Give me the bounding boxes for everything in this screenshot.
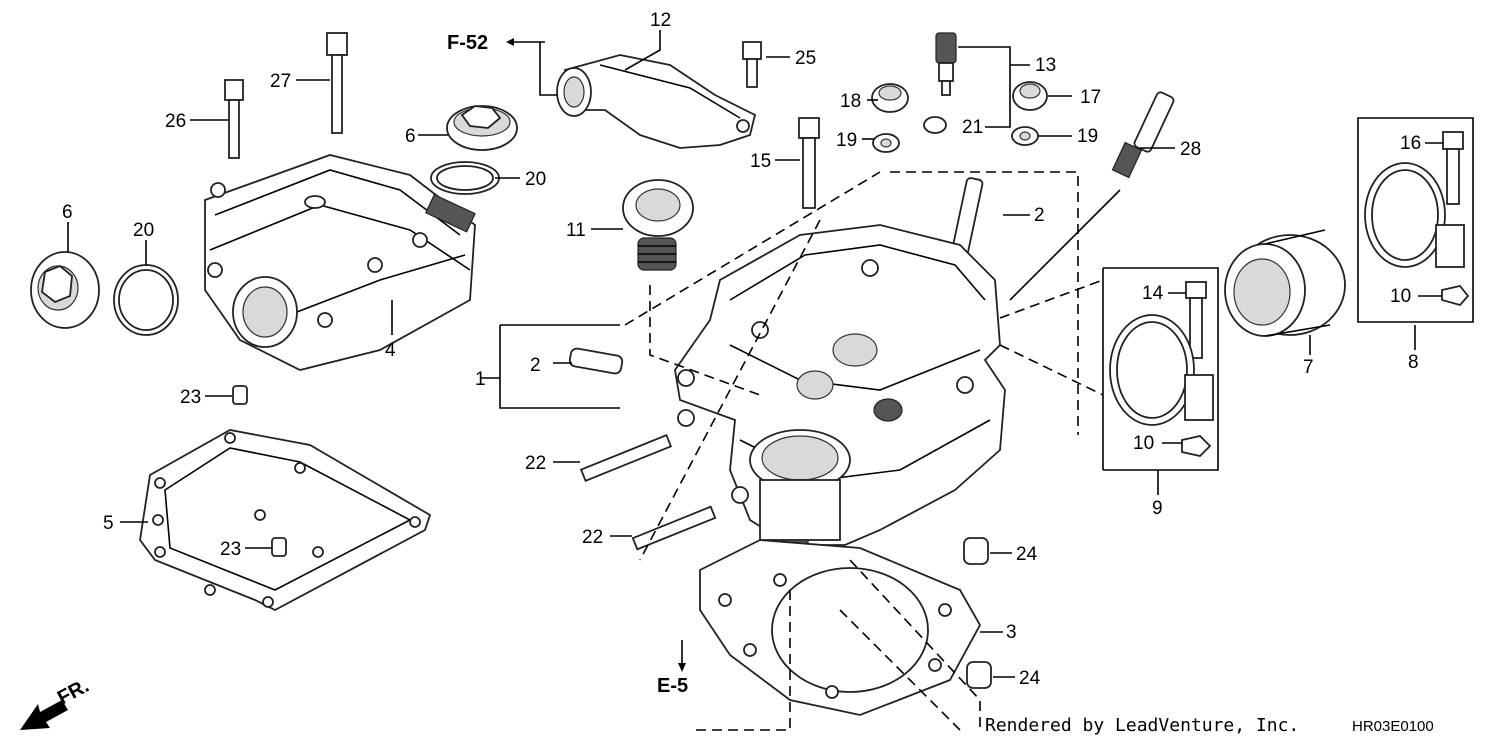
callout-14: 14 [1142,283,1164,304]
credit-text: Rendered by LeadVenture, Inc. [985,715,1299,736]
part-22-stud-upper[interactable] [579,434,673,482]
callout-2-right: 2 [1034,205,1045,226]
callout-12: 12 [650,10,671,31]
callout-15: 15 [750,151,771,172]
callout-4: 4 [385,340,396,361]
callout-18: 18 [840,91,861,112]
callout-numbers: 1 2 2 3 4 5 6 6 7 8 9 10 10 11 12 13 14 … [62,10,1421,689]
part-14-bolt[interactable] [1185,281,1207,359]
part-19-washer-right[interactable] [1011,126,1039,146]
ref-f52: F-52 [447,32,488,54]
callout-21: 21 [962,117,983,138]
part-6-filler-cap-left[interactable] [30,251,100,329]
part-8-clamp[interactable] [1364,162,1465,268]
part-16-bolt[interactable] [1442,131,1464,205]
ref-e5: E-5 [657,675,688,697]
callout-25: 25 [795,48,816,69]
part-19-washer-left[interactable] [872,133,900,153]
part-3-cylinder-head-gasket[interactable] [699,539,982,716]
part-13-temperature-sensor[interactable] [935,32,957,96]
part-9-clamp[interactable] [1109,314,1214,426]
front-arrow-icon: FR. [20,675,93,730]
callout-28: 28 [1180,139,1201,160]
callout-9: 9 [1152,498,1163,519]
callout-20-left: 20 [133,220,154,241]
callout-3: 3 [1006,622,1017,643]
part-20-o-ring-right[interactable] [430,161,500,195]
callout-16: 16 [1400,133,1421,154]
part-6-filler-cap-right[interactable] [446,105,518,151]
part-7-intake-joint[interactable] [1224,229,1346,337]
part-18-cap-nut[interactable] [871,83,909,113]
callout-22-upper: 22 [525,453,546,474]
part-27-bolt[interactable] [326,32,348,134]
callout-13: 13 [1035,55,1056,76]
callout-7: 7 [1303,357,1314,378]
callout-27: 27 [270,71,291,92]
part-4-cylinder-head-cover[interactable] [204,154,476,371]
callout-23-upper: 23 [180,387,201,408]
part-24-dowel-lower[interactable] [966,661,992,689]
callout-8: 8 [1408,352,1419,373]
diagram-code: HR03E0100 [1352,718,1434,735]
part-5-head-cover-gasket[interactable] [139,429,432,612]
part-10-nut-lower[interactable] [1181,435,1212,457]
part-17-cap-nut[interactable] [1012,81,1048,111]
callout-5: 5 [103,513,114,534]
callout-26: 26 [165,111,186,132]
part-23-dowel-upper[interactable] [232,385,248,405]
part-24-dowel-upper[interactable] [963,537,989,565]
part-20-o-ring-left[interactable] [113,264,179,336]
callout-24-upper: 24 [1016,544,1038,565]
callout-24-lower: 24 [1019,668,1041,689]
callout-6-left: 6 [62,202,73,223]
callout-19-left: 19 [836,130,857,151]
callout-11: 11 [566,220,586,241]
part-21-sealing-washer[interactable] [923,116,947,134]
callout-20-right: 20 [525,169,546,190]
part-23-dowel-lower[interactable] [271,537,287,557]
part-10-nut-upper[interactable] [1441,284,1470,307]
part-12-thermostat-cover[interactable] [556,54,757,149]
callout-22-lower: 22 [582,527,603,548]
part-25-bolt[interactable] [742,41,762,88]
part-28-spark-plug[interactable] [1111,91,1175,179]
callout-19-right: 19 [1077,126,1098,147]
callout-23-lower: 23 [220,539,241,560]
part-22-stud-lower[interactable] [631,505,717,551]
part-26-bolt[interactable] [224,79,244,159]
callout-10-lower: 10 [1133,433,1154,454]
leader-lines [67,30,1443,678]
part-2-dowel-left[interactable] [568,347,624,375]
callout-1: 1 [475,369,486,390]
callout-6-right: 6 [405,126,416,147]
callout-2-left: 2 [530,355,541,376]
part-15-bolt[interactable] [798,117,820,209]
part-11-thermostat[interactable] [622,179,694,271]
assembly-brackets [480,117,1474,731]
callout-17: 17 [1080,87,1101,108]
callout-10-upper: 10 [1390,286,1411,307]
part-1-cylinder-head[interactable] [674,224,1006,573]
